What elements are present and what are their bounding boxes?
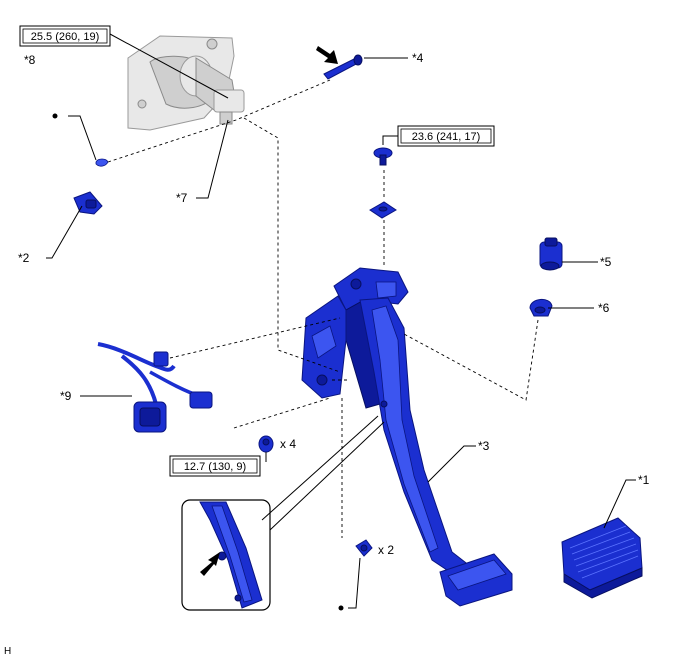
arrow-icon (200, 552, 220, 576)
callout-9: *9 (60, 389, 72, 403)
corner-code: H (4, 646, 11, 657)
callout-3: *3 (478, 439, 490, 453)
callout-4: *4 (412, 51, 424, 65)
clip (95, 158, 109, 167)
dot-icon (52, 113, 58, 119)
callout-6: *6 (598, 301, 610, 315)
assembly-lines (107, 79, 539, 538)
callout-1: *1 (638, 473, 650, 487)
nut-x4 (258, 435, 274, 453)
stop-light-switch (73, 191, 103, 215)
arrow-icon (316, 46, 338, 64)
master-cylinder-assembly (127, 35, 245, 131)
svg-text:25.5 (260, 19): 25.5 (260, 19) (31, 31, 100, 43)
torque-box-23-6: 23.6 (241, 17) (397, 125, 495, 147)
torque-box-12-7: 12.7 (130, 9) (169, 455, 261, 477)
pedal-sensor (539, 237, 563, 271)
brake-pedal-arm (359, 297, 513, 607)
quantity-x2: x 2 (378, 543, 394, 557)
nut-x2 (355, 539, 373, 557)
detail-inset (181, 499, 271, 611)
dot-icon (338, 605, 344, 611)
pedal-cushion (529, 299, 553, 317)
nut-plate (369, 201, 397, 219)
wire-harness (97, 342, 213, 433)
callout-7: *7 (176, 191, 188, 205)
callout-5: *5 (600, 255, 612, 269)
svg-text:23.6 (241, 17): 23.6 (241, 17) (412, 131, 481, 143)
torque-box-25-5: 25.5 (260, 19) (19, 25, 111, 47)
clevis-pin (323, 54, 363, 80)
callout-8: *8 (24, 53, 36, 67)
callout-2: *2 (18, 251, 30, 265)
bolt-top (373, 147, 393, 166)
leader-lines (46, 33, 636, 609)
svg-text:12.7 (130, 9): 12.7 (130, 9) (184, 461, 246, 473)
quantity-x4: x 4 (280, 437, 296, 451)
pedal-pad (561, 517, 643, 599)
